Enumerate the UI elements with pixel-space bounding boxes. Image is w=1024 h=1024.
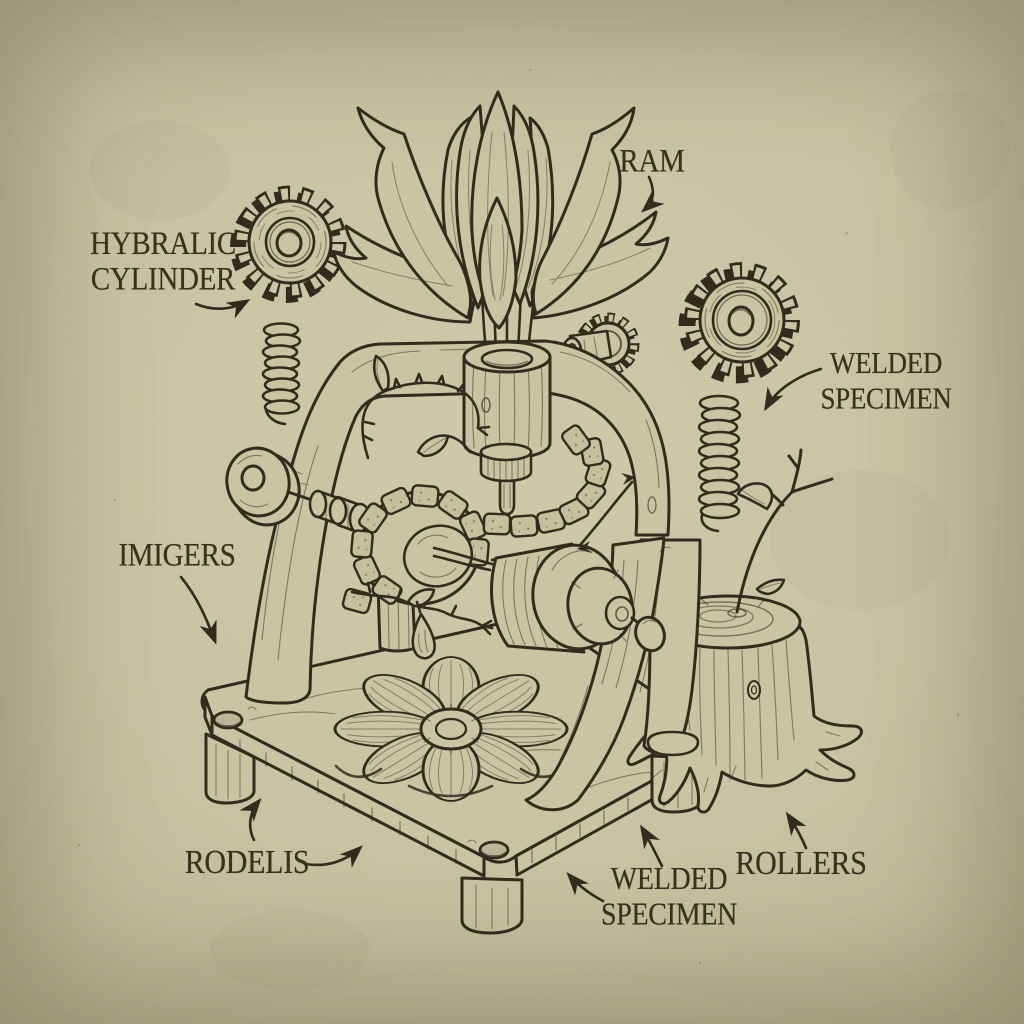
label-line: RAM xyxy=(619,143,685,180)
label-welded-specimen-bottom: WELDED SPECIMEN xyxy=(601,862,737,933)
label-line: CYLINDER xyxy=(90,260,236,298)
label-line: ROLLERS xyxy=(735,844,867,882)
label-line: HYBRALIC xyxy=(90,225,236,262)
label-rodelis: RODELIS xyxy=(185,844,310,879)
label-line: SPECIMEN xyxy=(600,897,738,933)
label-rollers: ROLLERS xyxy=(735,844,867,882)
label-hybralic-cylinder: HYBRALIC CYLINDER xyxy=(90,225,236,298)
label-imigers: IMIGERS xyxy=(118,538,235,573)
label-line: WELDED xyxy=(610,861,728,897)
label-line: WELDED xyxy=(829,345,943,380)
label-line: SPECIMEN xyxy=(820,381,952,416)
label-ram: RAM xyxy=(619,144,684,179)
label-welded-specimen-right: WELDED SPECIMEN xyxy=(820,346,951,417)
label-line: IMIGERS xyxy=(118,537,236,574)
label-line: RODELIS xyxy=(184,843,310,881)
